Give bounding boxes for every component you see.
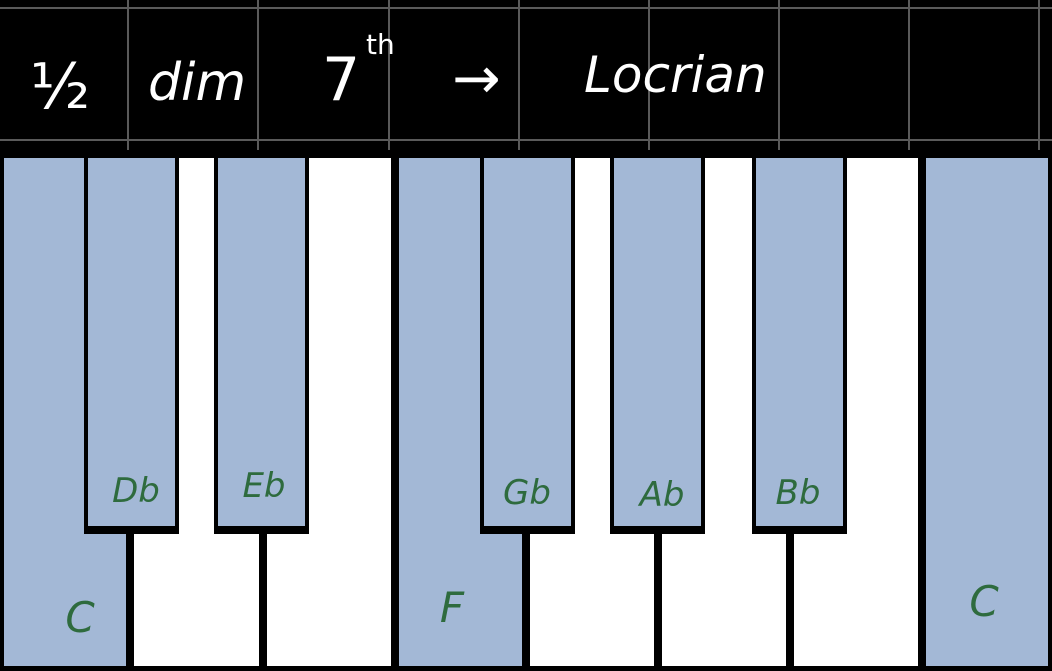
black-key-gb	[484, 158, 571, 526]
label-gb: Gb	[503, 473, 551, 513]
black-key-eb	[218, 158, 305, 526]
mode-label: Locrian	[584, 46, 767, 104]
half-symbol: ½	[30, 50, 90, 123]
black-keys	[84, 150, 847, 534]
white-key-c	[926, 158, 1048, 666]
header-grid	[0, 0, 1052, 150]
black-key-ab	[614, 158, 701, 526]
arrow-icon: →	[452, 44, 501, 112]
seventh-suffix: th	[366, 28, 395, 61]
note-labels: Db Eb Gb Ab BbC F C	[65, 466, 999, 642]
label-ab: Ab	[638, 475, 685, 515]
label-c-high: C	[969, 577, 999, 626]
header-title: ½ dim 7 th → Locrian	[30, 28, 767, 123]
seventh-number: 7	[322, 45, 360, 115]
label-db: Db	[112, 471, 160, 511]
black-key-db	[88, 158, 175, 526]
label-eb: Eb	[242, 466, 285, 506]
label-c: C	[65, 593, 95, 642]
label-bb: Bb	[776, 473, 821, 513]
label-f: F	[440, 583, 465, 632]
black-key-bb	[756, 158, 843, 526]
header-background	[0, 0, 1052, 150]
dim-label: dim	[148, 53, 246, 113]
